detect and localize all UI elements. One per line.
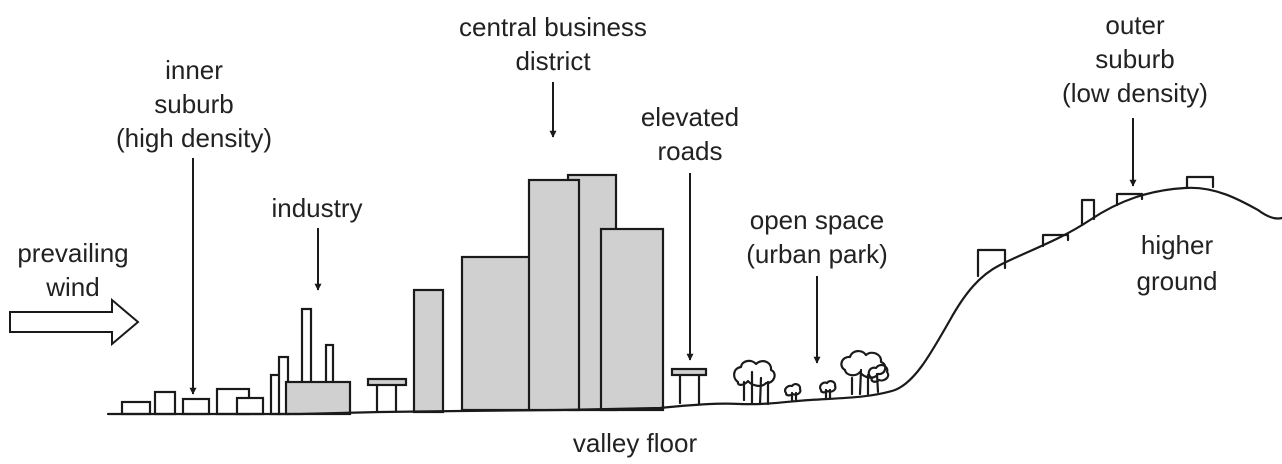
- open-space-label: open space (urban park): [746, 205, 888, 269]
- elevated-road-left: [366, 377, 408, 414]
- outer-suburb-houses: [976, 175, 1215, 278]
- open-space-label-line2: (urban park): [746, 239, 888, 269]
- elevated-roads-label: elevated roads: [641, 102, 739, 166]
- inner-suburb-houses: [120, 387, 265, 416]
- higher-ground-label: higher ground: [1137, 230, 1218, 296]
- inner-suburb-label-line2: suburb: [154, 89, 234, 119]
- higher-ground-label-line2: ground: [1137, 266, 1218, 296]
- inner-suburb-label-line3: (high density): [116, 123, 272, 153]
- inner-suburb-label: inner suburb (high density): [116, 55, 272, 153]
- park-trees: [733, 350, 890, 406]
- higher-ground-label-line1: higher: [1141, 230, 1214, 260]
- prevailing-wind-arrow: [9, 297, 140, 347]
- inner-suburb-label-line1: inner: [165, 55, 223, 85]
- valley-floor-label: valley floor: [573, 428, 698, 458]
- pointer-arrows: [189, 82, 1137, 395]
- prevailing-wind-label: prevailing wind: [17, 238, 128, 302]
- cbd-label: central business district: [459, 12, 647, 76]
- cbd-towers: [412, 173, 665, 414]
- cbd-label-line1: central business: [459, 12, 647, 42]
- outer-suburb-label-line2: suburb: [1095, 44, 1175, 74]
- prevailing-wind-label-line1: prevailing: [17, 238, 128, 268]
- elevated-road-right: [670, 367, 708, 406]
- prevailing-wind-label-line2: wind: [45, 272, 99, 302]
- outer-suburb-label-line1: outer: [1105, 10, 1165, 40]
- cbd-label-line2: district: [515, 46, 591, 76]
- industry-buildings: [269, 307, 352, 416]
- outer-suburb-label-line3: (low density): [1062, 78, 1208, 108]
- elevated-roads-label-line1: elevated: [641, 102, 739, 132]
- ground-profile: [106, 186, 1282, 416]
- open-space-label-line1: open space: [750, 205, 884, 235]
- industry-label: industry: [271, 193, 362, 223]
- outer-suburb-label: outer suburb (low density): [1062, 10, 1208, 108]
- elevated-roads-label-line2: roads: [657, 136, 722, 166]
